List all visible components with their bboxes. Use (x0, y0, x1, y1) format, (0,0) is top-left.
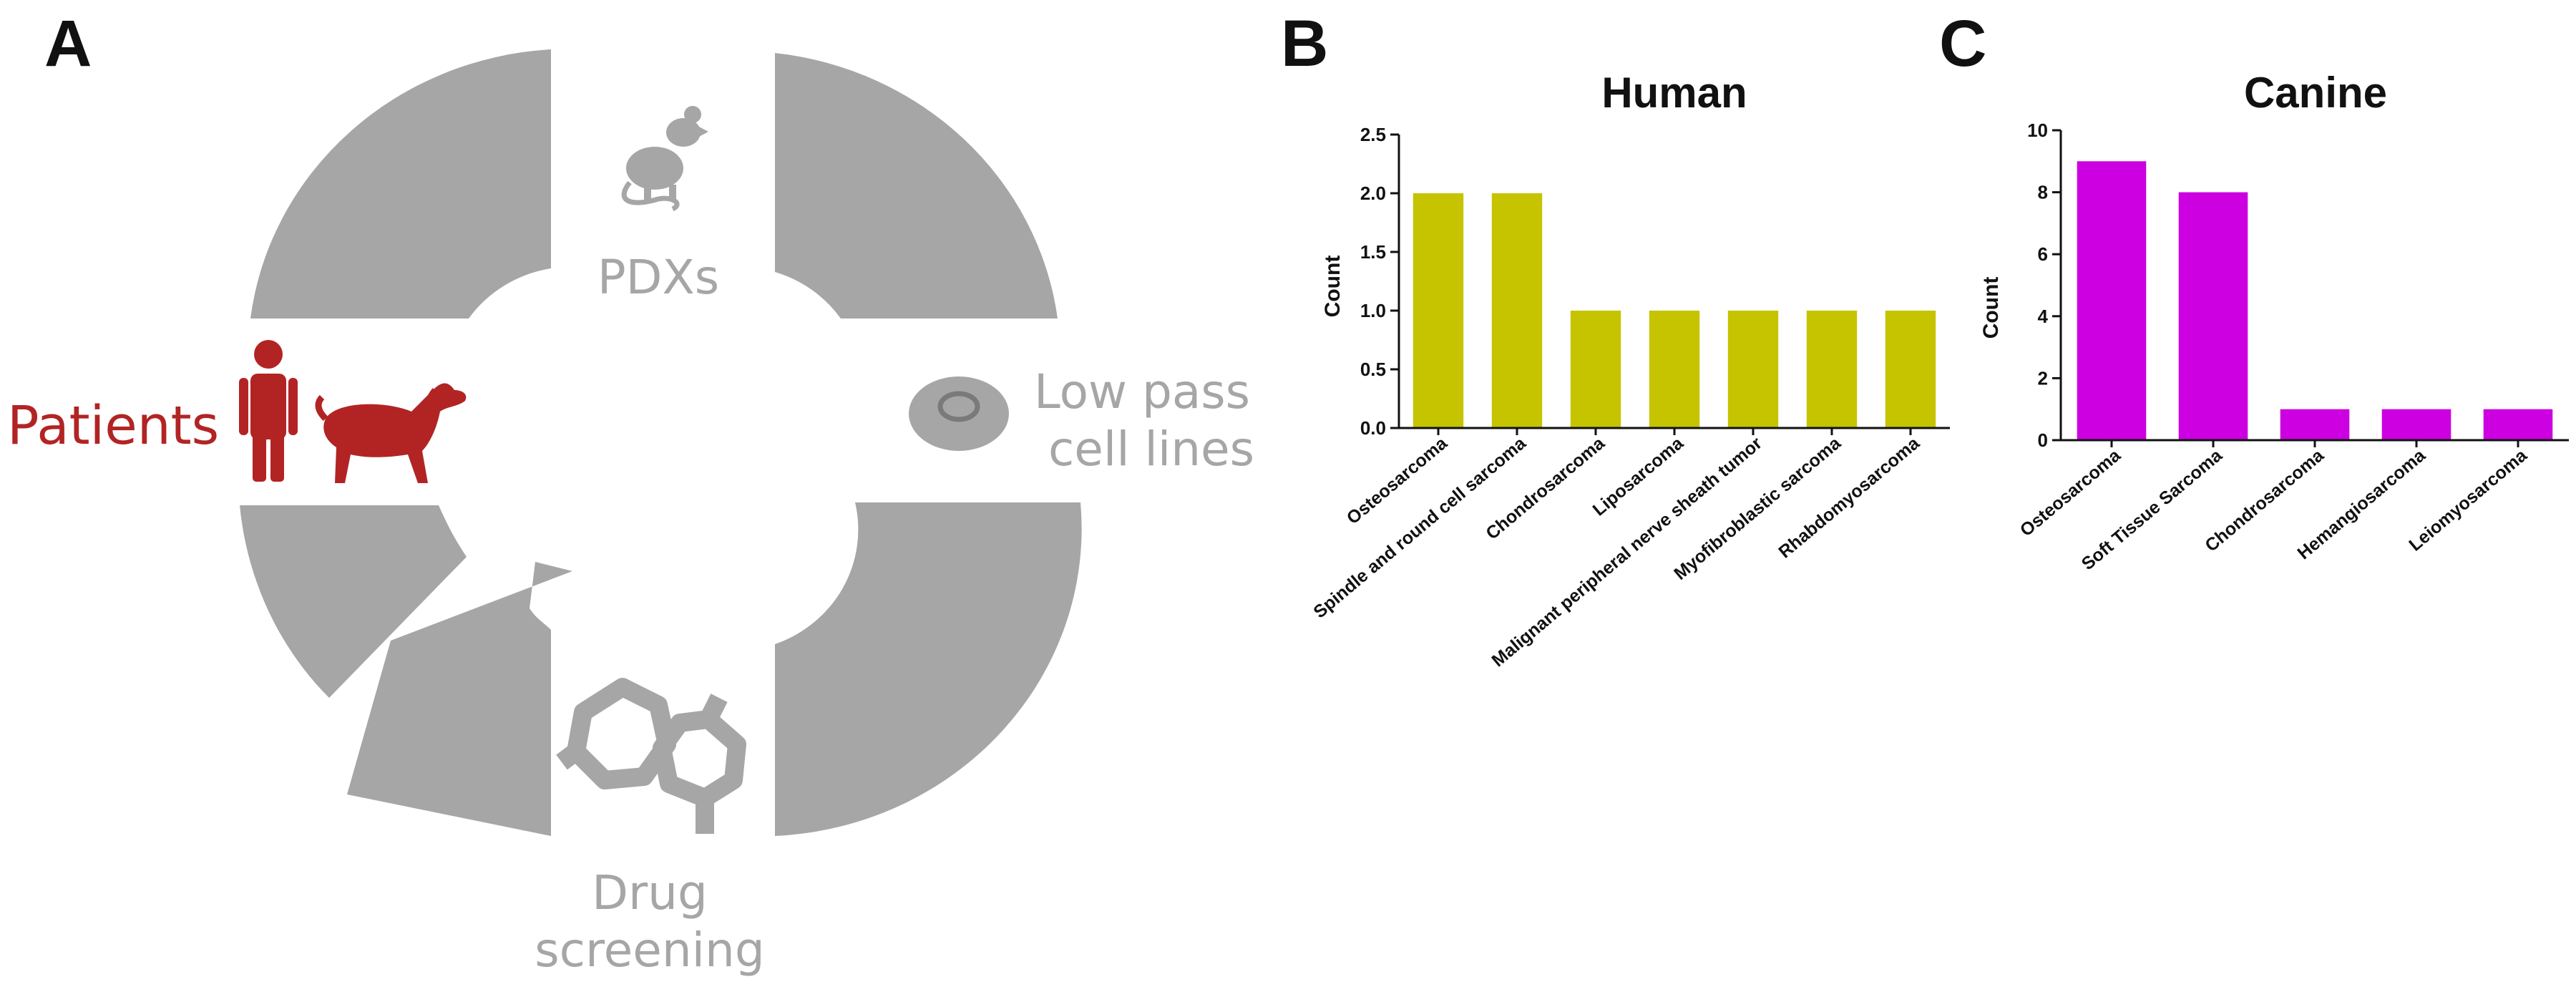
chart-c-yticks: 0 2 4 6 8 10 (2027, 120, 2061, 451)
chart-c-bar (2178, 192, 2248, 440)
chart-c-axes (2059, 130, 2569, 442)
chart-c-ylabel: Count (1979, 277, 2003, 339)
panel-a-letter: A (44, 7, 92, 80)
cycle-segment-top-left (250, 49, 551, 318)
chart-b-bars (1413, 193, 1936, 428)
dog-icon (315, 383, 467, 483)
chart-b-ytick-label: 2.0 (1360, 183, 1386, 204)
cell-dish-icon (909, 376, 1009, 451)
chart-b-bar (1649, 311, 1700, 428)
chart-b-bar (1413, 193, 1464, 428)
chart-b-ytick-label: 0.0 (1360, 417, 1386, 439)
panel-c: C Canine Count 0 2 4 6 8 10 OsteosarcomaSoft … (1939, 7, 2569, 574)
chart-c-title: Canine (2244, 69, 2387, 117)
drug-label-line2: screening (535, 923, 764, 978)
chart-b-bar (1806, 311, 1858, 428)
chart-c-ytick-label: 4 (2038, 306, 2049, 327)
chart-c-ytick-label: 2 (2038, 367, 2048, 389)
chart-b-ytick-label: 0.5 (1360, 359, 1386, 380)
mouse-icon (621, 106, 708, 212)
chart-b-ylabel: Count (1321, 256, 1345, 318)
drug-label-line1: Drug (592, 865, 708, 920)
chart-c-bar (2381, 409, 2451, 440)
chart-c-bar (2483, 409, 2553, 440)
chart-b-ytick-label: 1.5 (1360, 241, 1386, 263)
panel-a: A PDXs Low pass (7, 7, 1254, 978)
chart-b-ytick-label: 1.0 (1360, 300, 1386, 321)
chart-c-ytick-label: 8 (2038, 182, 2048, 203)
molecule-icon (556, 678, 746, 834)
cycle-segment-bottom-left-arrow (347, 562, 572, 836)
chart-b-category-label: Rhabdomyosarcoma (1775, 432, 1923, 562)
panel-b-letter: B (1281, 7, 1328, 80)
chart-b-bar (1570, 311, 1621, 428)
cell-lines-label-line2: cell lines (1048, 422, 1254, 477)
pdx-label: PDXs (597, 250, 719, 305)
chart-b-title: Human (1601, 69, 1747, 117)
chart-c-ytick-label: 10 (2027, 120, 2048, 141)
cell-lines-label-line1: Low pass (1034, 364, 1250, 419)
panel-c-letter: C (1939, 7, 1986, 80)
chart-c-bars (2077, 161, 2553, 441)
chart-b-category-label: Myofibroblastic sarcoma (1670, 432, 1845, 583)
chart-c-category-label: Osteosarcoma (2016, 444, 2125, 540)
chart-b-category-label: Malignant peripheral nerve sheath tumor (1488, 433, 1767, 671)
chart-b-axes (1397, 135, 1950, 429)
human-icon (239, 340, 298, 482)
chart-c-ytick-label: 0 (2038, 429, 2048, 451)
cycle-segment-top-right (775, 53, 1058, 318)
cycle-diagram (240, 49, 1082, 836)
chart-b-ytick-label: 2.5 (1360, 124, 1386, 145)
panel-b: B Human Count 0.0 0.5 1.0 1.5 2.0 2.5 Osteosa… (1281, 7, 1950, 671)
chart-b-yticks: 0.0 0.5 1.0 1.5 2.0 2.5 (1360, 124, 1399, 439)
chart-c-bar (2077, 161, 2147, 441)
cycle-segment-bottom-right (775, 502, 1082, 836)
chart-b-bar (1727, 311, 1779, 428)
cycle-segment-left (240, 505, 467, 698)
chart-b-bar (1491, 193, 1543, 428)
chart-b-bar (1885, 311, 1936, 428)
chart-c-ytick-label: 6 (2038, 243, 2048, 265)
patients-label: Patients (7, 395, 219, 457)
chart-c-bar (2280, 409, 2350, 440)
